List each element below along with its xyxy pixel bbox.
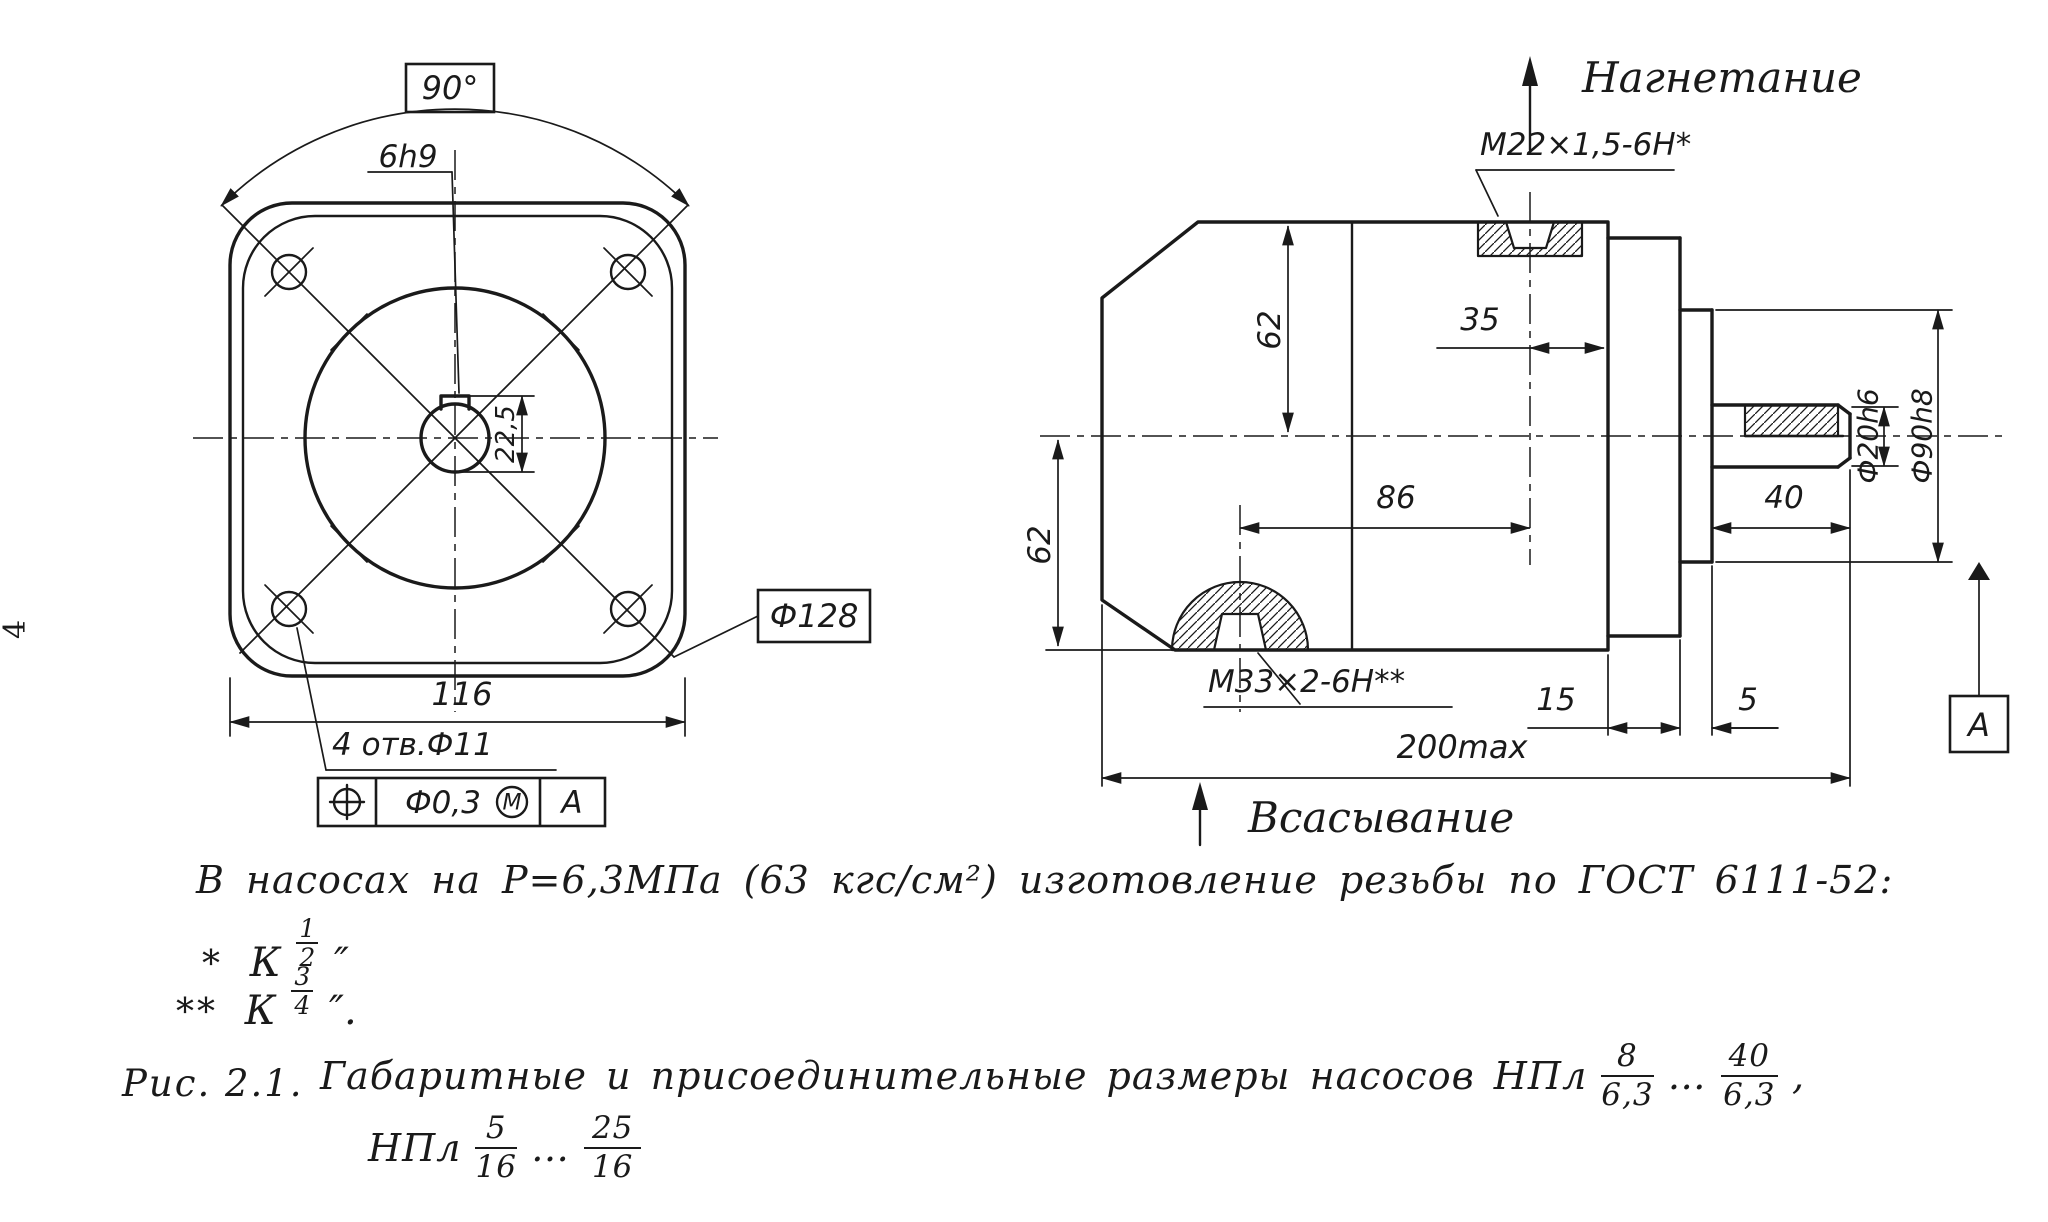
side-view: Нагнетание М22×1,5-6Н* Всасывание М33×2-… <box>1022 53 2010 847</box>
note-1-numerator: 1 <box>296 916 319 944</box>
caption-dots-1: … <box>1667 1053 1707 1098</box>
note-2-numerator: 3 <box>291 964 314 992</box>
dim-86: 86 <box>1239 480 1531 534</box>
caption-frac-to-2-num: 25 <box>583 1112 642 1149</box>
angle-label: 90° <box>422 69 479 107</box>
front-view: 90° 6h9 22,5 Ф128 <box>193 62 872 828</box>
caption-frac-from-2-den: 16 <box>475 1148 517 1185</box>
angle-dimension: 90° <box>220 62 690 207</box>
technical-drawing: 90° 6h9 22,5 Ф128 <box>193 53 2010 847</box>
page-number: 4 <box>0 619 34 640</box>
holes-note-label: 4 отв.Ф11 <box>332 727 493 763</box>
suction-arrow-icon <box>1192 782 1208 810</box>
datum-a: А <box>1948 562 2010 754</box>
dim-shaft-diameter: Ф20h6 <box>1851 388 1899 484</box>
dim-62-top-label: 62 <box>1252 310 1288 349</box>
caption-frac-from-2-num: 5 <box>475 1112 517 1149</box>
angle-label-box <box>404 62 496 114</box>
bolt-circle-label: Ф128 <box>770 597 859 635</box>
caption-text: Габаритные и присоединительные размеры н… <box>320 1053 1588 1098</box>
caption-dots-2: … <box>530 1125 570 1170</box>
caption-frac-to-1-num: 40 <box>1720 1040 1779 1077</box>
shaft <box>1710 403 1852 469</box>
shaft-diameter-label: Ф20h6 <box>1852 388 1885 483</box>
caption-frac-to-2-den: 16 <box>591 1148 634 1185</box>
keyway-dimension: 6h9 <box>367 139 460 394</box>
suction-port: Всасывание М33×2-6Н** <box>1170 580 1514 847</box>
discharge-thread-label: М22×1,5-6Н* <box>1480 127 1691 163</box>
note-1-prefix: К <box>249 940 281 986</box>
figure-number: Рис. 2.1. <box>122 1062 304 1105</box>
dim-15-5: 15 5 <box>1527 565 1779 736</box>
dim-200max-label: 200max <box>1397 728 1529 766</box>
material-modifier: М <box>503 791 522 816</box>
dim-35-label: 35 <box>1460 302 1499 338</box>
discharge-label: Нагнетание <box>1581 53 1862 102</box>
bolt-holes <box>270 253 647 628</box>
position-symbol-icon <box>328 783 366 821</box>
suction-label: Всасывание <box>1247 793 1514 842</box>
note-2-denominator: 4 <box>294 991 311 1020</box>
caption-tail-1: , <box>1792 1053 1806 1098</box>
note-1-denominator: 2 <box>299 943 316 972</box>
dim-62-top: 62 <box>1252 225 1294 433</box>
holes-note: 4 отв.Ф11 <box>296 627 557 771</box>
caption-line-2-prefix: НПл <box>368 1125 462 1170</box>
note-1-marker: * <box>202 944 223 985</box>
keyway-depth-dimension: 22,5 <box>456 395 535 473</box>
datum-box <box>1948 694 2010 754</box>
dim-pilot-diameter: Ф90h8 <box>1715 309 1953 563</box>
datum-triangle-icon <box>1968 562 1990 580</box>
shaft-key-hatch <box>1743 403 1840 438</box>
dim-35: 35 <box>1436 302 1605 354</box>
note-2-suffix: ″. <box>329 988 357 1034</box>
dim-62-left: 62 <box>1022 439 1176 651</box>
material-modifier-circle-icon <box>495 785 529 819</box>
datum-label: А <box>1966 706 1990 744</box>
caption-line-1: Габаритные и присоединительные размеры н… <box>320 1040 1805 1111</box>
tolerance-value: Ф0,3 <box>405 785 481 821</box>
note-1-suffix: ″ <box>334 940 349 986</box>
dim-86-label: 86 <box>1376 480 1415 516</box>
caption-frac-from-1-den: 6,3 <box>1601 1076 1654 1113</box>
dim-15-label: 15 <box>1536 682 1575 718</box>
dim-62-left-label: 62 <box>1022 525 1058 564</box>
caption-frac-from-1-num: 8 <box>1601 1040 1654 1077</box>
width-label: 116 <box>431 675 492 713</box>
dim-40-label: 40 <box>1764 480 1803 516</box>
fcf-datum-label: А <box>559 785 582 821</box>
keyway-depth-label: 22,5 <box>491 405 521 463</box>
dim-40: 40 <box>1711 469 1851 787</box>
dim-200max: 200max <box>1101 604 1851 787</box>
discharge-port: Нагнетание М22×1,5-6Н* <box>1475 53 1862 258</box>
thread-note-intro: В насосах на Р=6,3МПа (63 кгс/см²) изгот… <box>196 858 1894 902</box>
bolt-circle-box <box>756 588 872 644</box>
discharge-arrow-icon <box>1522 56 1538 86</box>
caption-frac-to-1-den: 6,3 <box>1723 1076 1776 1113</box>
suction-thread-label: М33×2-6Н** <box>1208 664 1405 700</box>
width-dimension: 116 <box>229 675 686 737</box>
bolt-circle-callout: Ф128 <box>673 588 872 658</box>
pilot-diameter-label: Ф90h8 <box>1906 388 1939 483</box>
keyway-label: 6h9 <box>378 139 437 175</box>
dim-5-label: 5 <box>1738 682 1758 718</box>
note-2-marker: ** <box>176 992 218 1033</box>
feature-control-frame: Ф0,3 М А <box>316 776 607 828</box>
center-lines <box>193 150 718 712</box>
note-2-prefix: К <box>244 988 276 1034</box>
